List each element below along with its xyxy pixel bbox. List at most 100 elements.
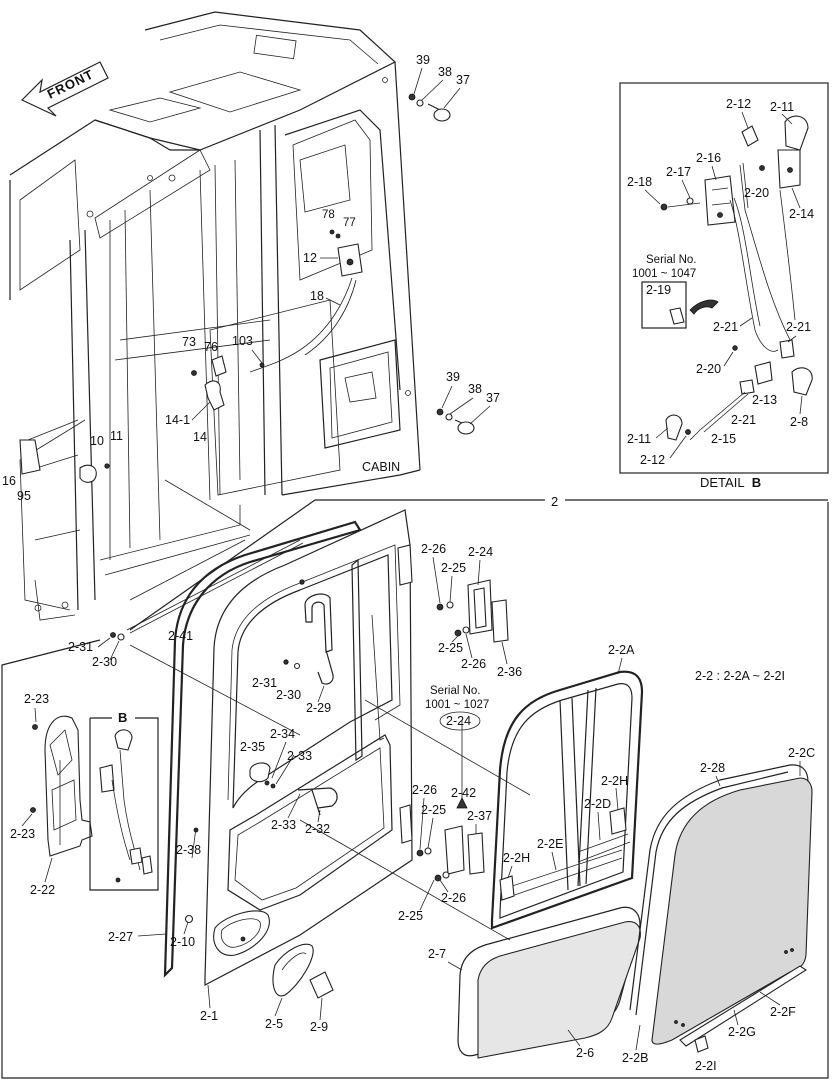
rear-glass-assembly xyxy=(629,764,813,1053)
callout-37a: 37 xyxy=(456,73,470,87)
callout-37b: 37 xyxy=(486,391,500,405)
callout-2-30a: 2-30 xyxy=(92,655,117,669)
front-direction-arrow: FRONT xyxy=(20,61,109,117)
callout-39a: 39 xyxy=(416,53,430,67)
callout-2-38: 2-38 xyxy=(176,843,201,857)
callout-18: 18 xyxy=(310,289,324,303)
cabin-callouts: 39 38 37 78 77 12 18 103 73 76 14-1 14 3… xyxy=(2,53,500,503)
callout-2-33a: 2-33 xyxy=(287,749,312,763)
callout-2-2G: 2-2G xyxy=(728,1025,756,1039)
callout-2-25d: 2-25 xyxy=(398,909,423,923)
callout-d2-21c: 2-21 xyxy=(731,413,756,427)
cabin-label: CABIN xyxy=(362,460,400,474)
callout-12: 12 xyxy=(303,251,317,265)
detail-b-caption-letter: B xyxy=(752,475,761,490)
callout-2-22: 2-22 xyxy=(30,883,55,897)
callout-d2-16: 2-16 xyxy=(696,151,721,165)
callout-2-28: 2-28 xyxy=(700,761,725,775)
callout-2-6: 2-6 xyxy=(576,1046,594,1060)
callout-2-10: 2-10 xyxy=(170,935,195,949)
callout-2-23b: 2-23 xyxy=(10,827,35,841)
callout-d2-8: 2-8 xyxy=(790,415,808,429)
callout-2-41: 2-41 xyxy=(168,629,193,643)
side-cover-callouts: 2-23 2-23 2-22 xyxy=(10,692,55,897)
callout-d2-13: 2-13 xyxy=(752,393,777,407)
callout-2-31a: 2-31 xyxy=(68,640,93,654)
callout-d2-12b: 2-12 xyxy=(640,453,665,467)
callout-2-2H-b: 2-2H xyxy=(503,851,530,865)
door-assembly xyxy=(110,509,531,999)
callout-78: 78 xyxy=(322,209,335,221)
detail-serial-range: 1001 ~ 1047 xyxy=(632,268,696,280)
callout-2-2E: 2-2E xyxy=(537,837,563,851)
callout-2-33b: 2-33 xyxy=(271,818,296,832)
callout-2-2C: 2-2C xyxy=(788,746,815,760)
callout-39b: 39 xyxy=(446,370,460,384)
callout-2-2A: 2-2A xyxy=(608,643,635,657)
callout-14-1: 14-1 xyxy=(165,413,190,427)
window-frame-callouts: 2-2A 2-2H 2-2D 2-2E 2-2H xyxy=(503,643,635,879)
note-2-2-range: 2-2 : 2-2A ~ 2-2I xyxy=(695,669,785,683)
callout-2-2I: 2-2I xyxy=(695,1059,717,1073)
callout-2-2F: 2-2F xyxy=(770,1005,796,1019)
callout-2-2H-a: 2-2H xyxy=(601,774,628,788)
callout-d2-21b: 2-21 xyxy=(786,320,811,334)
callout-2-31b: 2-31 xyxy=(252,676,277,690)
callout-2-7: 2-7 xyxy=(428,947,446,961)
lower-hinge-assembly xyxy=(416,720,485,882)
callout-2-25c: 2-25 xyxy=(421,803,446,817)
callout-14: 14 xyxy=(193,430,207,444)
callout-2-42: 2-42 xyxy=(451,786,476,800)
callout-2-2D: 2-2D xyxy=(584,797,611,811)
side-cover-assembly xyxy=(30,715,93,857)
callout-2-23a: 2-23 xyxy=(24,692,49,706)
callout-95: 95 xyxy=(17,489,31,503)
callout-2-36: 2-36 xyxy=(497,665,522,679)
callout-d2-12a: 2-12 xyxy=(726,97,751,111)
callout-76: 76 xyxy=(204,340,218,354)
callout-2-5: 2-5 xyxy=(265,1017,283,1031)
callout-d2-21a: 2-21 xyxy=(713,320,738,334)
callout-d2-20a: 2-20 xyxy=(744,186,769,200)
door-callouts: 2-31 2-30 2-41 2-31 2-30 2-29 2-34 2-35 … xyxy=(68,629,331,1034)
callout-2-26c: 2-26 xyxy=(412,783,437,797)
callout-d2-14: 2-14 xyxy=(789,207,814,221)
callout-d2-17: 2-17 xyxy=(666,165,691,179)
inset-b-panel: B xyxy=(89,710,159,891)
group-2-label: 2 xyxy=(551,494,558,509)
detail-serial-title: Serial No. xyxy=(646,254,697,266)
callout-2-35: 2-35 xyxy=(240,740,265,754)
callout-2-24c: 2-24 xyxy=(446,714,471,728)
callout-d2-18: 2-18 xyxy=(627,175,652,189)
callout-d2-15: 2-15 xyxy=(711,432,736,446)
callout-2-37: 2-37 xyxy=(467,809,492,823)
callout-2-24: 2-24 xyxy=(468,545,493,559)
lower-glass-callouts: 2-7 2-6 xyxy=(428,947,594,1060)
callout-2-25a: 2-25 xyxy=(441,561,466,575)
lower-glass-assembly xyxy=(457,906,641,1059)
callout-11: 11 xyxy=(110,429,123,443)
upper-hinge-assembly xyxy=(436,579,509,643)
callout-73: 73 xyxy=(182,335,196,349)
callout-16: 16 xyxy=(2,474,16,488)
callout-2-26b: 2-26 xyxy=(461,657,486,671)
callout-2-26d: 2-26 xyxy=(441,891,466,905)
callout-d2-19: 2-19 xyxy=(646,283,671,297)
callout-2-25b: 2-25 xyxy=(438,641,463,655)
callout-2-29: 2-29 xyxy=(306,701,331,715)
callout-2-26a: 2-26 xyxy=(421,542,446,556)
detail-b-caption: DETAIL B xyxy=(700,475,761,490)
upper-hinge-callouts: 2-26 2-24 2-25 2-25 2-26 2-36 xyxy=(421,542,522,679)
inset-b-label: B xyxy=(118,710,127,725)
callout-2-30b: 2-30 xyxy=(276,688,301,702)
detail-b-callouts: 2-12 2-11 2-16 2-17 2-18 2-20 2-14 2-19 … xyxy=(627,97,814,490)
detail-b-caption-prefix: DETAIL xyxy=(700,475,744,490)
callout-d2-11a: 2-11 xyxy=(770,100,794,114)
callout-2-9: 2-9 xyxy=(310,1020,328,1034)
callout-38b: 38 xyxy=(468,382,482,396)
callout-2-1: 2-1 xyxy=(200,1009,218,1023)
cabin-body xyxy=(9,11,475,621)
callout-2-27: 2-27 xyxy=(108,930,133,944)
callout-2-2B: 2-2B xyxy=(622,1051,648,1065)
